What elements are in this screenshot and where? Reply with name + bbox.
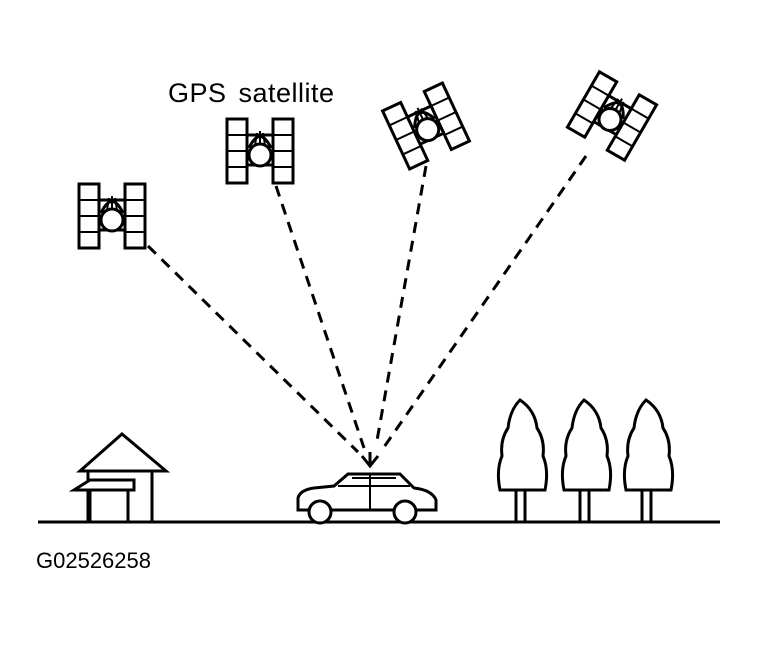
signal-line bbox=[146, 244, 360, 454]
antenna-icon bbox=[360, 452, 380, 469]
tree-icon bbox=[622, 398, 675, 522]
house-icon bbox=[68, 432, 171, 522]
satellite-icon bbox=[565, 70, 659, 162]
tree-icon bbox=[560, 398, 613, 522]
tree-icon bbox=[496, 398, 549, 522]
satellite-icon bbox=[381, 81, 471, 171]
satellite-icon bbox=[77, 182, 147, 250]
satellite-icon bbox=[225, 117, 295, 185]
satellite-label: GPS satellite bbox=[168, 78, 335, 108]
car-icon bbox=[296, 472, 438, 525]
figure-code: G02526258 bbox=[36, 548, 151, 573]
signal-lines bbox=[146, 155, 588, 454]
signal-line bbox=[374, 165, 428, 447]
signal-line bbox=[380, 155, 588, 451]
signal-line bbox=[274, 185, 366, 449]
